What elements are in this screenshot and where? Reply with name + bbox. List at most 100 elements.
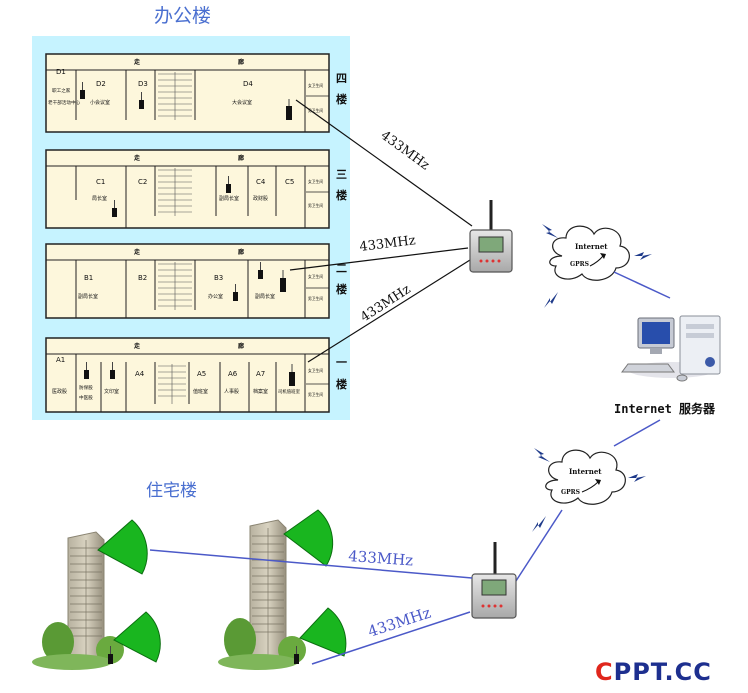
restroom-label: 女卫生间: [308, 83, 323, 88]
coverage-sector-icon: [97, 519, 148, 575]
server-link-line: [613, 271, 671, 299]
signal-bolt-icon: [532, 448, 646, 532]
restroom-label: 男卫生间: [308, 296, 323, 301]
floor-label: 二: [336, 262, 347, 275]
room-label: C5: [285, 178, 294, 186]
restroom-label: 男卫生间: [308, 392, 323, 397]
server-link-line: [613, 419, 661, 447]
link-line: [295, 99, 473, 227]
sensor-node-icon: [108, 646, 113, 664]
floor-4: 走 廊 D1 D2 D3 D4 职工之家 老干部活动中心 小会议室 大会议室 女…: [45, 53, 347, 133]
room-label: D1: [56, 68, 66, 76]
room-label: D2: [96, 80, 106, 88]
cloud-icon: Internet GPRS: [545, 449, 626, 505]
sensor-node-icon: [289, 364, 295, 386]
corridor-char: 廊: [238, 342, 244, 350]
link-line: [149, 549, 473, 579]
brand-logo-part: C: [595, 658, 614, 686]
floor-label: 楼: [336, 92, 347, 106]
room-note: 老干部活动中心: [48, 99, 81, 106]
floor-label: 三: [336, 168, 347, 181]
floor-2: 走 廊 B1 B2 B3 副局长室 办公室 副局长室 女卫生间 男卫生间 二 楼: [45, 243, 347, 319]
residential-title: 住宅楼: [146, 481, 197, 501]
room-note: 人事股: [224, 388, 239, 395]
cloud-gprs-label: GPRS: [561, 489, 580, 496]
floor-label: 楼: [336, 188, 347, 202]
room-note: 职工之家: [52, 87, 71, 94]
cloud-icon: Internet GPRS: [549, 225, 630, 281]
gateway-icon: [469, 200, 513, 273]
gateway-link-line: [513, 509, 563, 585]
room-note: 文印室: [104, 388, 119, 395]
coverage-sector-icon: [299, 607, 347, 657]
room-note: 政财股: [253, 195, 268, 202]
residential-building-icon: [218, 519, 306, 670]
room-label: A5: [197, 370, 206, 378]
residential-building-icon: [32, 531, 124, 670]
sensor-node-icon: [280, 270, 286, 292]
room-note: 副局长室: [255, 293, 275, 300]
link-label: 433MHz: [359, 233, 417, 255]
room-label: B2: [138, 274, 147, 282]
gateway-icon: [471, 542, 517, 619]
link-line: [289, 247, 469, 271]
room-note: 局长室: [92, 195, 107, 202]
room-note: 档案室: [253, 388, 268, 395]
cloud-internet-label: Internet: [575, 242, 608, 251]
room-label: A7: [256, 370, 265, 378]
restroom-label: 男卫生间: [308, 108, 323, 113]
room-label: A4: [135, 370, 145, 378]
brand-logo-part: PPT: [613, 658, 665, 686]
link-label: 433MHz: [378, 128, 432, 173]
corridor-char: 廊: [238, 154, 244, 162]
sensor-node-icon: [258, 262, 263, 279]
link-line: [307, 259, 471, 363]
floor-label: 四: [336, 72, 347, 85]
room-note: 值班室: [193, 388, 208, 395]
floor-3: 走 廊 C1 C2 C4 C5 局长室 副局长室 政财股 女卫生间 男卫生间 三…: [45, 149, 347, 229]
link-label: 433MHz: [358, 282, 414, 325]
sensor-node-icon: [233, 284, 238, 301]
office-title: 办公楼: [154, 5, 211, 27]
floor-label: 楼: [336, 282, 347, 296]
sensor-node-icon: [226, 176, 231, 193]
room-note: 医政股: [52, 388, 67, 395]
link-label: 433MHz: [348, 547, 414, 569]
server-computer-icon: [621, 315, 721, 382]
sensor-node-icon: [294, 646, 299, 664]
room-label: A6: [228, 370, 238, 378]
room-note: 防保股: [79, 384, 93, 391]
restroom-label: 女卫生间: [308, 179, 323, 184]
room-note: 小会议室: [90, 99, 110, 106]
sensor-node-icon: [139, 92, 144, 109]
room-label: B3: [214, 274, 223, 282]
corridor-char: 走: [134, 248, 140, 256]
cloud-gprs-label: GPRS: [570, 261, 589, 268]
sensor-node-icon: [286, 99, 292, 120]
sensor-node-icon: [84, 362, 89, 379]
corridor-char: 廊: [238, 248, 244, 256]
floor-label: 楼: [336, 377, 347, 391]
restroom-label: 女卫生间: [308, 368, 323, 373]
signal-bolt-icon: [542, 224, 652, 308]
brand-logo: CPPT.CC: [595, 658, 712, 686]
room-label: B1: [84, 274, 93, 282]
restroom-label: 女卫生间: [308, 274, 323, 279]
room-label: C4: [256, 178, 266, 186]
sensor-node-icon: [110, 362, 115, 379]
room-note: 大会议室: [232, 99, 252, 106]
brand-logo-part: .CC: [664, 658, 712, 686]
server-label: Internet 服务器: [614, 401, 716, 416]
room-label: D3: [138, 80, 148, 88]
floor-label: 一: [336, 356, 347, 369]
room-label: A1: [56, 356, 65, 364]
room-note: 司机值班室: [278, 388, 301, 395]
corridor-char: 走: [134, 154, 140, 162]
coverage-sector-icon: [283, 509, 334, 567]
sensor-node-icon: [80, 82, 85, 99]
corridor-char: 廊: [238, 58, 244, 66]
cloud-internet-label: Internet: [569, 467, 602, 476]
room-note: 办公室: [208, 293, 223, 300]
link-line: [311, 611, 471, 665]
